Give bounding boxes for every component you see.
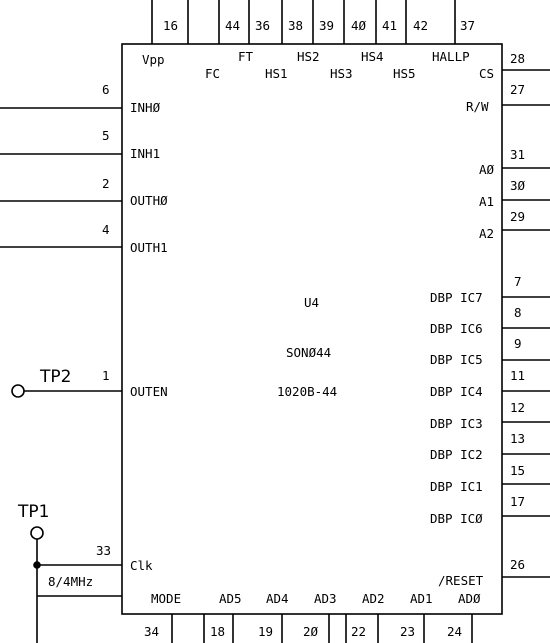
left-pin-33-label: Clk bbox=[130, 558, 153, 573]
top-pin-16-label: Vpp bbox=[142, 52, 165, 67]
clock-note: 8/4MHz bbox=[48, 574, 93, 589]
right-pin-17-label: DBP ICØ bbox=[430, 511, 483, 526]
right-pin-9-number: 9 bbox=[514, 336, 522, 351]
tp1-junction-dot bbox=[33, 561, 41, 569]
bottom-pin-18-label: AD5 bbox=[219, 591, 242, 606]
left-pin-6-number: 6 bbox=[102, 82, 110, 97]
bottom-pin-20-number: 2Ø bbox=[303, 624, 319, 639]
right-pin-7-number: 7 bbox=[514, 274, 522, 289]
top-pin-39-label: HS2 bbox=[297, 49, 320, 64]
component-type: SONØ44 bbox=[286, 345, 331, 360]
right-pin-9-label: DBP IC5 bbox=[430, 352, 483, 367]
top-pin-40-label: HS3 bbox=[330, 66, 353, 81]
right-pin-26-label: /RESET bbox=[438, 573, 484, 588]
top-pin-16-number: 16 bbox=[163, 18, 178, 33]
left-pin-4-label: OUTH1 bbox=[130, 240, 168, 255]
bottom-pin-22-label: AD2 bbox=[362, 591, 385, 606]
bottom-pin-23-number: 23 bbox=[400, 624, 415, 639]
top-pin-41-number: 41 bbox=[382, 18, 397, 33]
bottom-pin-24-label: ADØ bbox=[458, 591, 481, 606]
right-pin-8-label: DBP IC6 bbox=[430, 321, 483, 336]
right-pin-13-label: DBP IC2 bbox=[430, 447, 483, 462]
top-pin-37-number: 37 bbox=[460, 18, 475, 33]
left-pin-1-number: 1 bbox=[102, 368, 110, 383]
left-pin-2-label: OUTHØ bbox=[130, 193, 168, 208]
component-part: 1020B-44 bbox=[277, 384, 337, 399]
tp1-circle bbox=[30, 526, 44, 540]
right-pin-29-label: A2 bbox=[479, 226, 494, 241]
bottom-pin-19-number: 19 bbox=[258, 624, 273, 639]
tp2-label: TP2 bbox=[39, 367, 71, 387]
left-pin-5-number: 5 bbox=[102, 128, 110, 143]
tp1-label: TP1 bbox=[17, 502, 49, 522]
right-pin-30-label: A1 bbox=[479, 194, 494, 209]
right-pin-27-label: R/W bbox=[466, 99, 489, 114]
bottom-pin-34-number: 34 bbox=[144, 624, 159, 639]
right-pin-15-label: DBP IC1 bbox=[430, 479, 483, 494]
top-pin-37-label: HALLP bbox=[432, 49, 470, 64]
bottom-pin-22-number: 22 bbox=[351, 624, 366, 639]
top-pin-38-number: 38 bbox=[288, 18, 303, 33]
top-pin-42-label: HS5 bbox=[393, 66, 416, 81]
tp2-circle bbox=[11, 384, 25, 398]
top-pin-42-number: 42 bbox=[413, 18, 428, 33]
right-pin-31-label: AØ bbox=[479, 162, 495, 177]
right-pin-11-label: DBP IC4 bbox=[430, 384, 483, 399]
left-pin-33-number: 33 bbox=[96, 543, 111, 558]
right-pin-12-number: 12 bbox=[510, 400, 525, 415]
right-pin-29-number: 29 bbox=[510, 209, 525, 224]
top-pin-40-number: 4Ø bbox=[351, 18, 367, 33]
right-pin-11-number: 11 bbox=[510, 368, 525, 383]
top-pin-44-label: FC bbox=[205, 66, 220, 81]
bottom-pin-18-number: 18 bbox=[210, 624, 225, 639]
left-pin-2-number: 2 bbox=[102, 176, 110, 191]
top-pin-36-number: 36 bbox=[255, 18, 270, 33]
top-pin-41-label: HS4 bbox=[361, 49, 384, 64]
top-pin-38-label: HS1 bbox=[265, 66, 288, 81]
top-pin-44-number: 44 bbox=[225, 18, 240, 33]
right-pin-28-number: 28 bbox=[510, 51, 525, 66]
bottom-pin-20-label: AD3 bbox=[314, 591, 337, 606]
left-pin-1-label: OUTEN bbox=[130, 384, 168, 399]
left-pin-4-number: 4 bbox=[102, 222, 110, 237]
right-pin-28-label: CS bbox=[479, 66, 494, 81]
left-pin-5-label: INH1 bbox=[130, 146, 160, 161]
right-pin-13-number: 13 bbox=[510, 431, 525, 446]
bottom-pin-34-label: MODE bbox=[151, 591, 181, 606]
right-pin-27-number: 27 bbox=[510, 82, 525, 97]
right-pin-12-label: DBP IC3 bbox=[430, 416, 483, 431]
ic-body bbox=[121, 43, 503, 615]
right-pin-26-number: 26 bbox=[510, 557, 525, 572]
right-pin-31-number: 31 bbox=[510, 147, 525, 162]
top-pin-39-number: 39 bbox=[319, 18, 334, 33]
right-pin-7-label: DBP IC7 bbox=[430, 290, 483, 305]
right-pin-8-number: 8 bbox=[514, 305, 522, 320]
left-pin-6-label: INHØ bbox=[130, 100, 161, 115]
bottom-pin-24-number: 24 bbox=[447, 624, 462, 639]
top-pin-36-label: FT bbox=[238, 49, 254, 64]
right-pin-30-number: 3Ø bbox=[510, 178, 526, 193]
right-pin-17-number: 17 bbox=[510, 494, 525, 509]
right-pin-15-number: 15 bbox=[510, 463, 525, 478]
bottom-pin-23-label: AD1 bbox=[410, 591, 433, 606]
component-ref: U4 bbox=[304, 295, 319, 310]
bottom-pin-19-label: AD4 bbox=[266, 591, 289, 606]
